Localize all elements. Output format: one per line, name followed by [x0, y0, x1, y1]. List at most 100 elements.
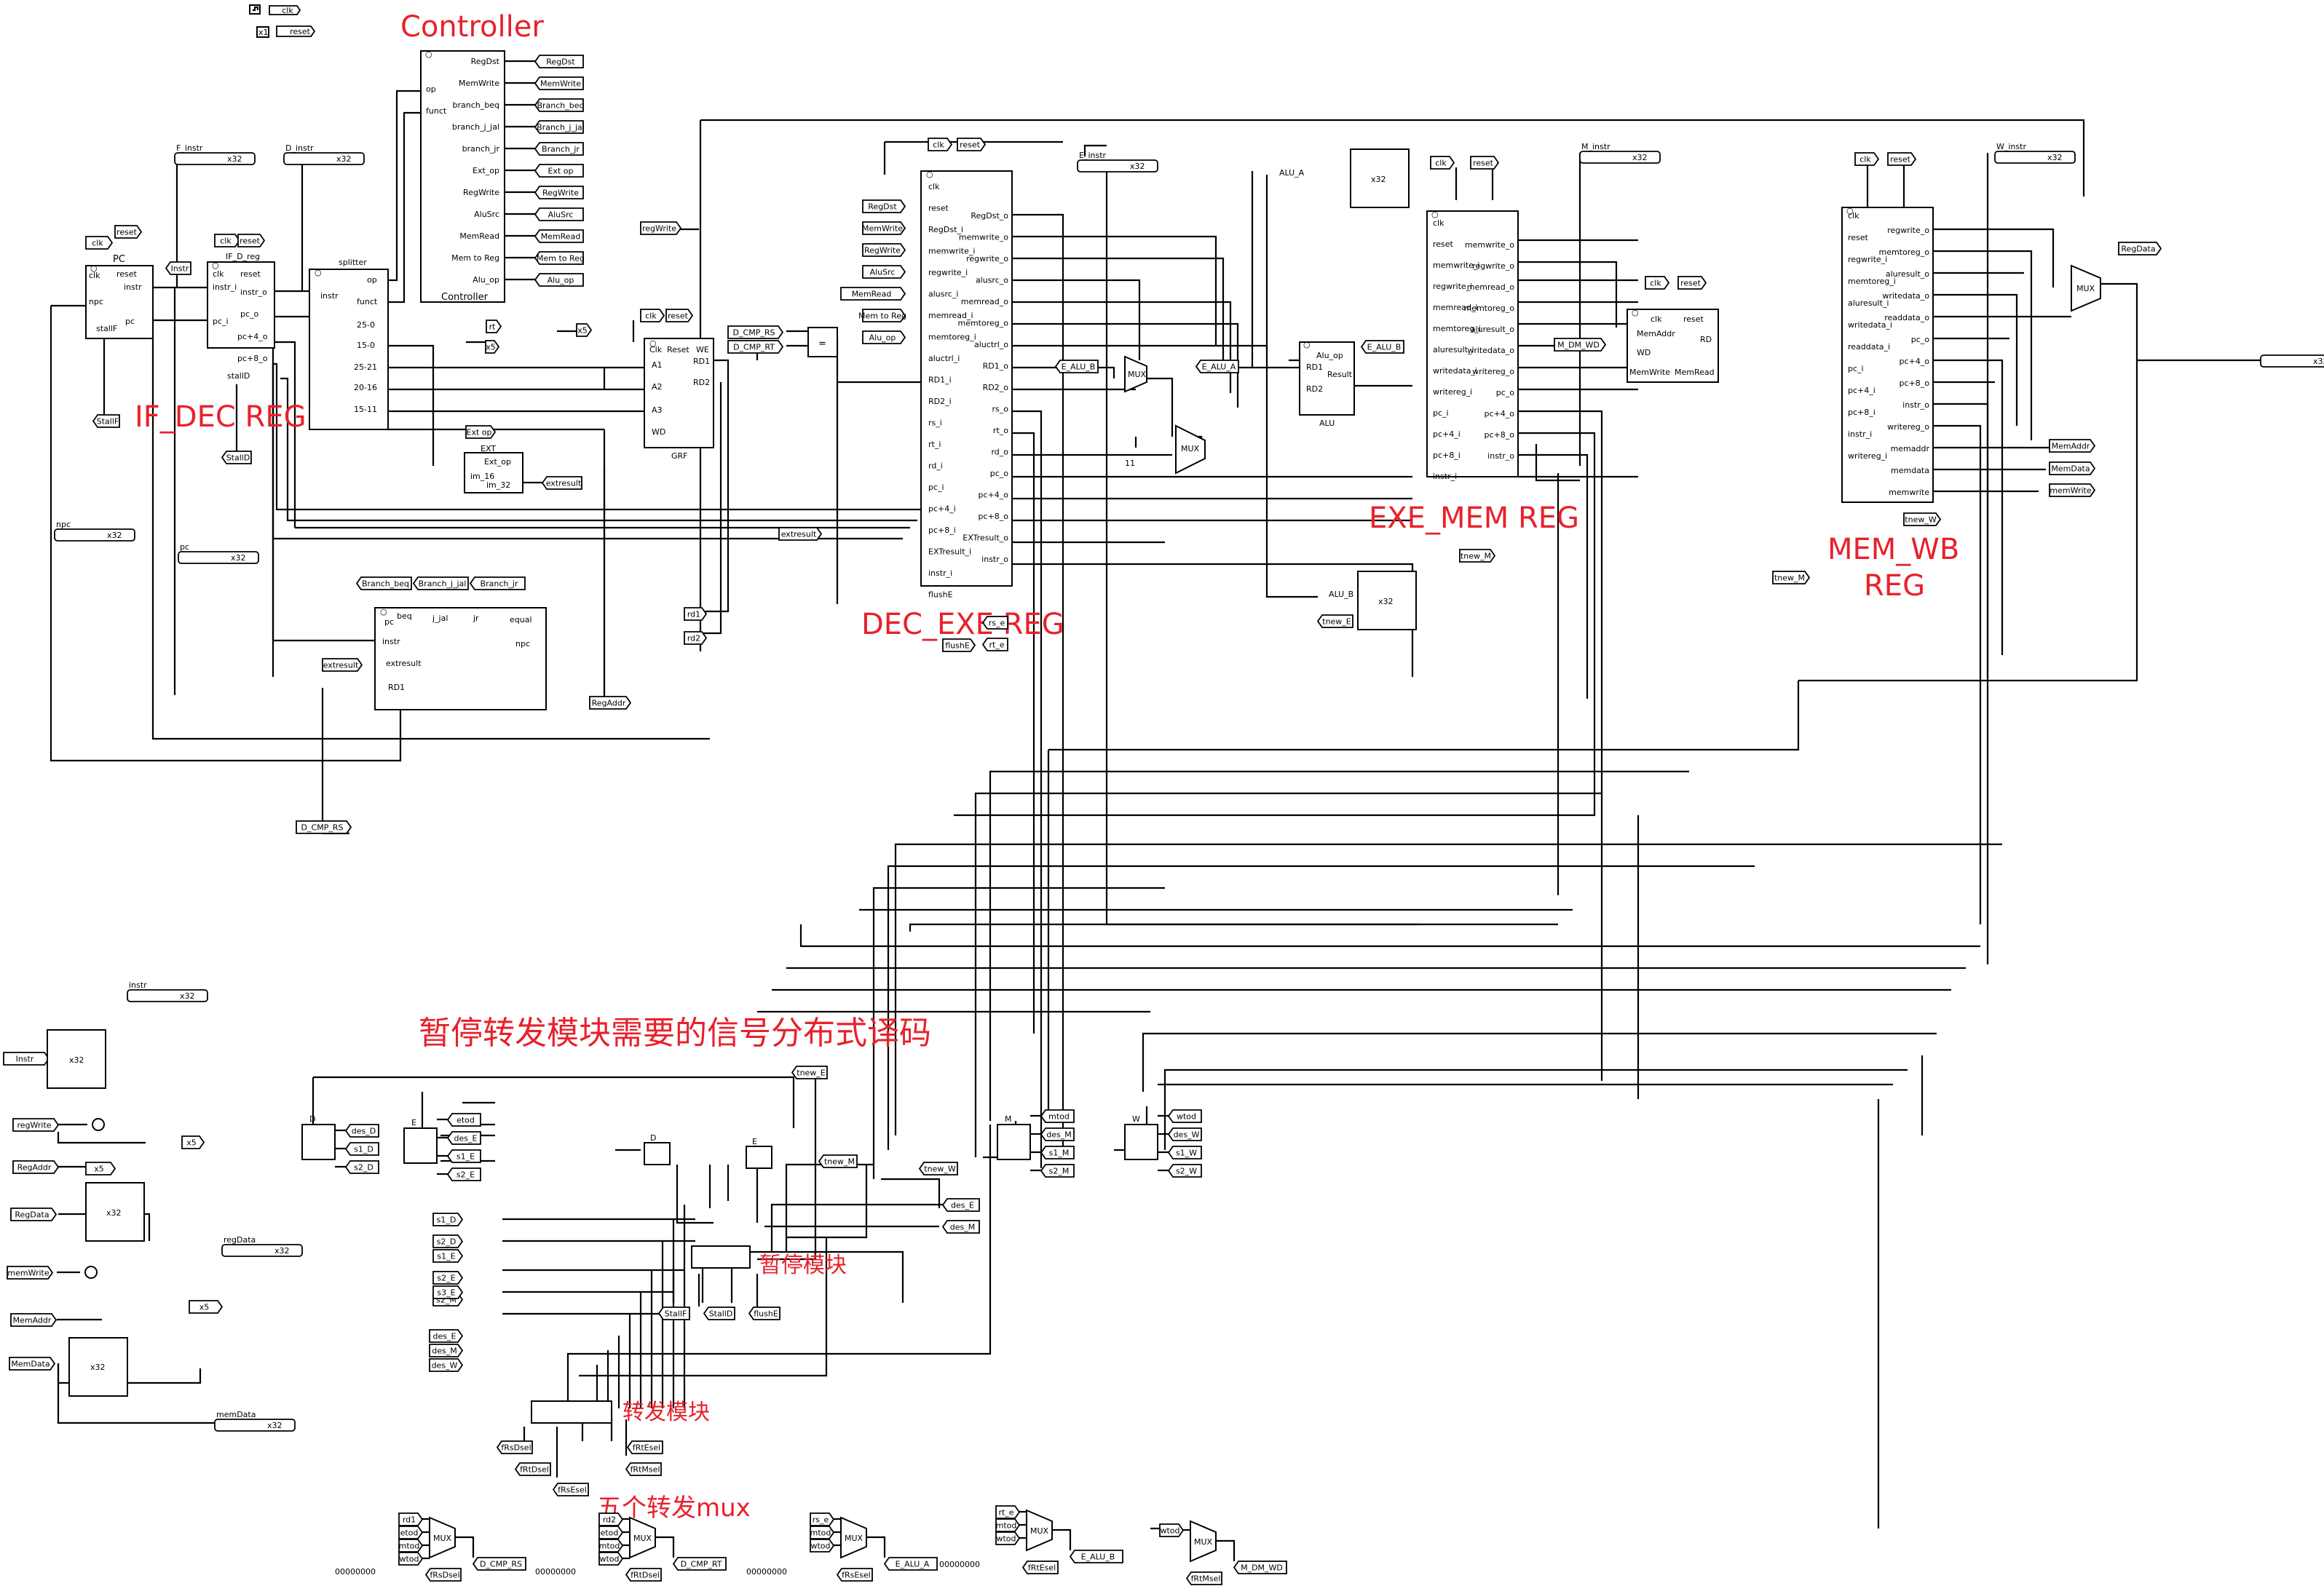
dex-extresult-tunnel: extresult [778, 527, 823, 541]
cmp-rt-tunnel: D_CMP_RT [727, 340, 784, 354]
decoder-output-tunnel: s2_W [1167, 1164, 1202, 1178]
tunnel-label: des_M [1046, 1130, 1071, 1140]
data-memory[interactable]: ○ clk reset MemAddr WD RD MemWrite MemRe… [1627, 308, 1719, 383]
mw-memwrite-tunnel: memWrite [2049, 483, 2096, 497]
svg-text:RD1: RD1 [1306, 362, 1323, 372]
mem-wb-input-port: memtoreg_i [1848, 277, 1896, 286]
instr-splitter[interactable]: ○ splitter instr op funct 25-0 15-0 25-2… [309, 258, 389, 430]
svg-text:MemRead: MemRead [1675, 368, 1715, 377]
svg-text:Clk: Clk [649, 345, 663, 354]
five-mux-heading: 五个转发mux [597, 1494, 751, 1523]
if-dec-register[interactable]: ○ IF_D_reg clk reset instr_i instr_o pc_… [207, 252, 275, 451]
tnew-m-tunnel-mid: tnew_M [818, 1154, 858, 1168]
regdst-mux[interactable]: MUX 11 [1125, 424, 1206, 475]
svg-text:MUX: MUX [1194, 1537, 1213, 1547]
controller-output-label: Alu_op [473, 275, 499, 285]
tunnel-label: reset [960, 140, 981, 150]
pc-register[interactable]: ○ PC clk reset npc instr stallF pc [85, 254, 154, 415]
tunnel-label: StallF [97, 417, 119, 427]
reset-label: reset [290, 27, 311, 36]
tunnel-label: mtod [810, 1528, 831, 1538]
em-tnew-m-tunnel: tnew_M [1459, 549, 1496, 563]
alu[interactable]: ○ Alu_op RD1 RD2 Result ALU [1299, 340, 1355, 428]
svg-text:funct: funct [426, 106, 447, 116]
mini-decoder[interactable]: E [746, 1137, 772, 1169]
dm-clk-tunnel: clk [1645, 276, 1670, 290]
svg-text:○: ○ [212, 261, 219, 270]
probe-value: x32 [2313, 357, 2324, 366]
svg-text:MUX: MUX [1030, 1526, 1049, 1536]
regdata-memory-box [85, 1182, 145, 1242]
controller-output-tunnel: Alu_op [534, 273, 584, 287]
svg-text:im_32: im_32 [486, 480, 510, 490]
tunnel-label: M_DM_WD [1557, 341, 1600, 350]
controller-output-tunnel: RegDst [534, 55, 584, 68]
left-panel-tunnel: memWrite [7, 1266, 54, 1280]
mem-wb-output-port: pc+8_o [1900, 378, 1930, 388]
decoder-output-tunnel: s1_D [344, 1142, 379, 1156]
svg-text:○: ○ [1303, 340, 1311, 349]
svg-text:A3: A3 [652, 405, 663, 415]
exe-mem-reg-heading: EXE_MEM REG [1369, 501, 1579, 535]
exe-mem-output-port: pc+4_o [1485, 409, 1515, 419]
mem-wb-register[interactable]: ○ clkresetregwrite_imemtoreg_ialuresult_… [1841, 206, 1934, 503]
controller-output-label: MemRead [459, 231, 499, 241]
tunnel-label: tnew_W [924, 1165, 956, 1174]
controller-output-tunnel: Branch_beq [534, 98, 585, 112]
tunnel-label: Ext op [467, 428, 492, 437]
mem-wb-output-port: writedata_o [1882, 291, 1929, 301]
forward-unit[interactable] [531, 1400, 612, 1424]
writeback-mux[interactable]: MUX [2071, 264, 2101, 312]
clock-wave-icon [253, 6, 259, 12]
svg-text:○: ○ [315, 268, 322, 277]
register-file[interactable]: ○ Clk Reset WE A1 A2 A3 WD RD1 RD2 GRF [644, 338, 714, 461]
compare-unit[interactable]: = [807, 327, 838, 357]
alu-input-mux[interactable]: MUX [1124, 355, 1147, 393]
sign-extender[interactable]: EXT Ext_op im_16 im_32 [464, 444, 542, 493]
rt-tunnel-label: rt [486, 320, 502, 333]
em-reset-tunnel: reset [1470, 156, 1500, 170]
tunnel-label: E_ALU_B [1081, 1553, 1115, 1562]
exe-mem-output-port: memwrite_o [1465, 240, 1514, 250]
probe-label: M_instr [1581, 142, 1610, 151]
exe-mem-register[interactable]: ○ clkresetmemwrite_iregwrite_imemread_im… [1426, 210, 1519, 481]
grf-regwrite-tunnel: regWrite [640, 221, 682, 235]
stall-unit[interactable] [691, 1245, 751, 1269]
tunnel-label: clk [1435, 159, 1447, 168]
controller-heading: Controller [400, 10, 544, 44]
exe-mem-output-port: pc_o [1496, 388, 1515, 397]
npc-unit[interactable]: ○ pc beq j_jal jr equal npc instr extres… [321, 607, 547, 835]
left-panel-tunnel: MemAddr [10, 1313, 58, 1327]
svg-text:op: op [367, 275, 377, 285]
alu-a-tunnel: E_ALU_A [1195, 360, 1239, 373]
mux-input-tunnel: rs_e [810, 1512, 835, 1526]
mux-output-tunnel: E_ALU_A [883, 1557, 938, 1571]
fwd-output-tunnel: fRsDsel [496, 1440, 533, 1454]
svg-text:D: D [309, 1114, 315, 1124]
dec-exe-input-port: clk [928, 182, 940, 191]
tunnel-label: reset [1890, 155, 1911, 164]
reset-tunnel [276, 25, 316, 37]
dec-exe-register[interactable]: ○ clkresetRegDst_imemwrite_iregwrite_ial… [920, 170, 1013, 600]
tunnel-label: MemAddr [2052, 442, 2090, 451]
forward-module-heading: 转发模块 [622, 1400, 710, 1425]
tunnel-label: memWrite [2050, 486, 2091, 496]
controller-output-label: Ext_op [473, 166, 499, 175]
mini-decoder[interactable]: D [644, 1133, 671, 1165]
svg-text:equal: equal [510, 615, 532, 624]
tunnel-label: RegDst [868, 202, 897, 212]
probe-value: x32 [180, 991, 195, 1001]
tunnel-label: D_CMP_RT [733, 343, 775, 352]
fwd-output-tunnel: fRtDsel [514, 1462, 551, 1476]
